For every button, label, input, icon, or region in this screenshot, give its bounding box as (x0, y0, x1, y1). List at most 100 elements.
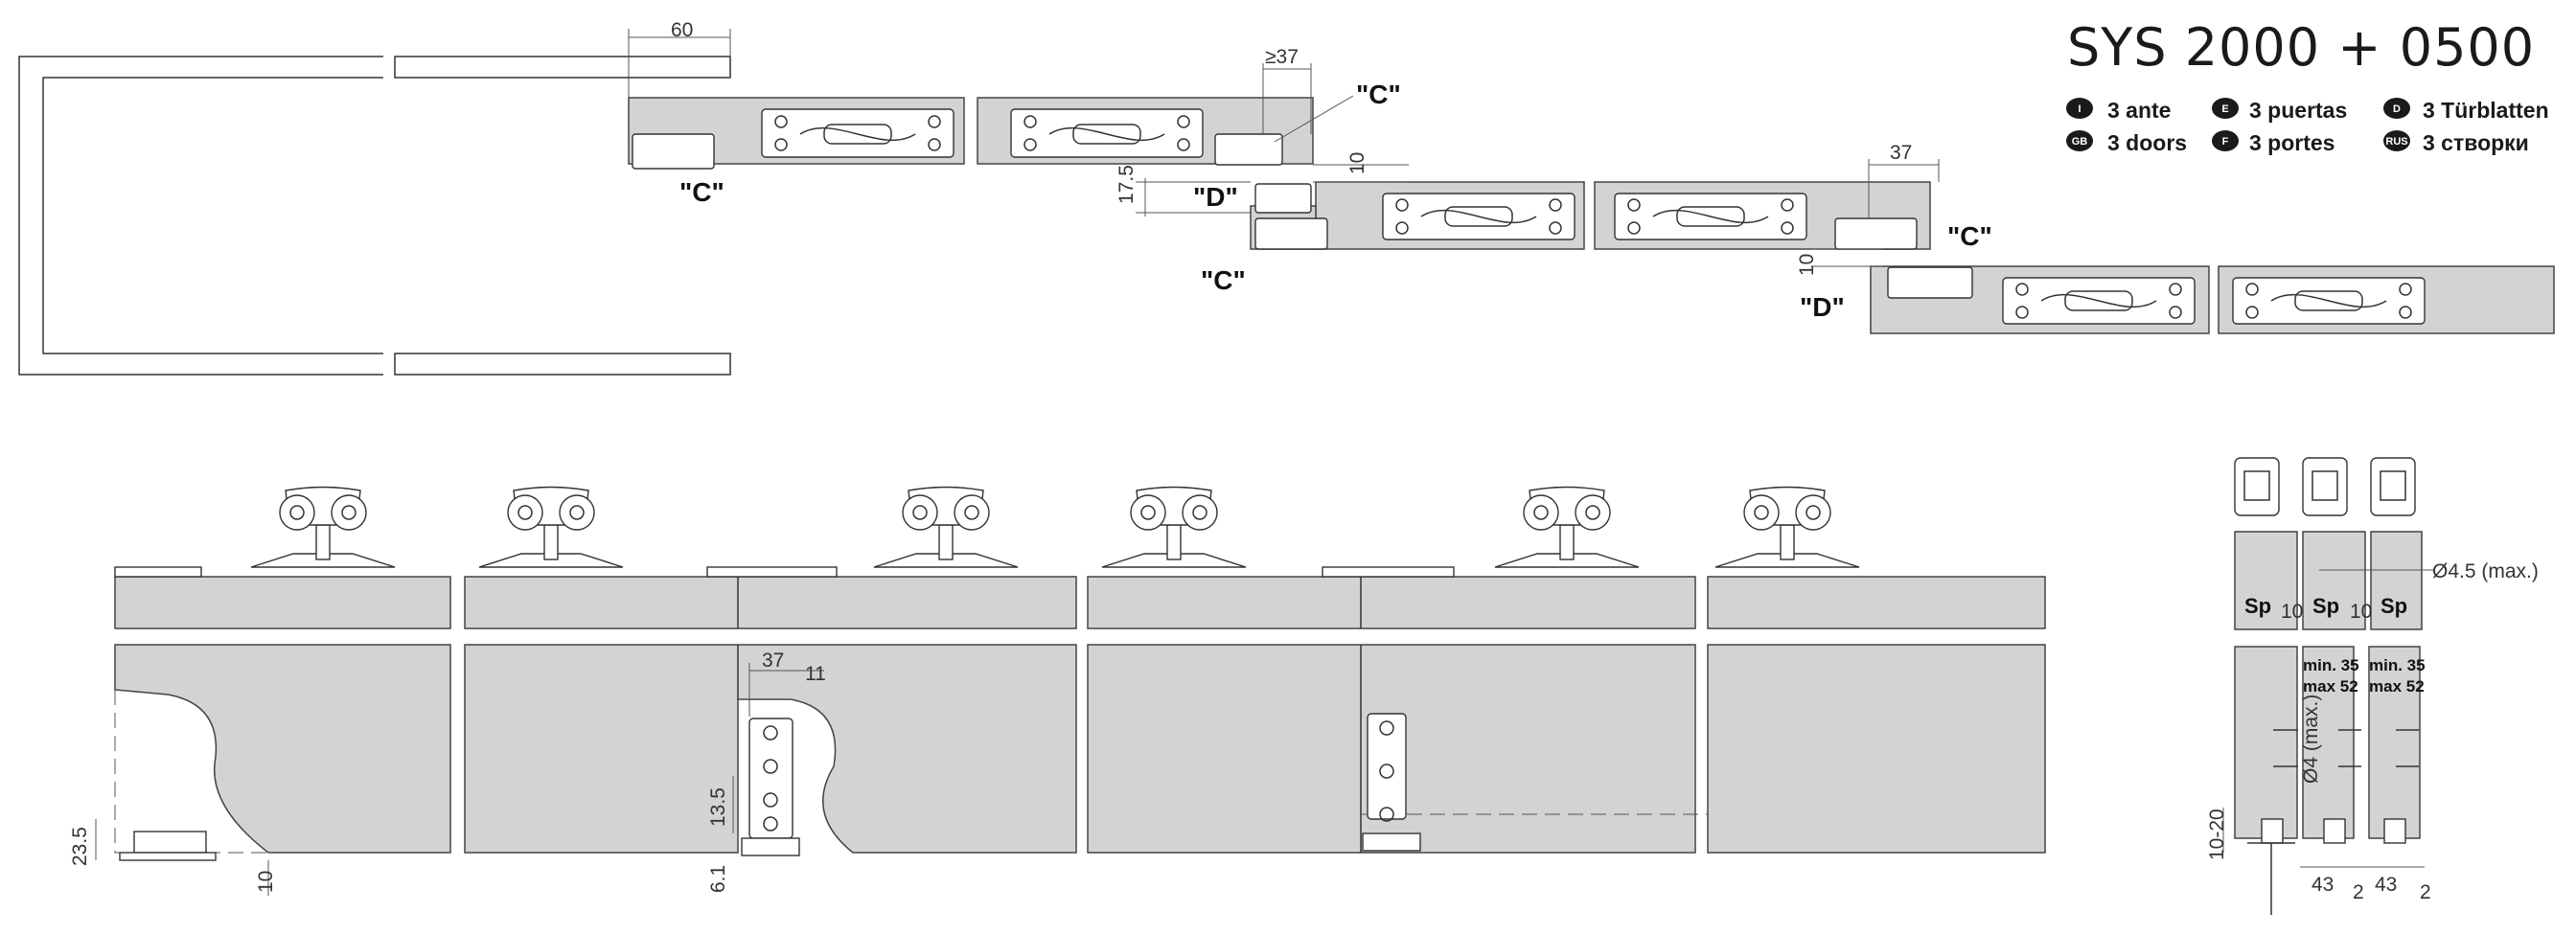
top-strip-3 (1087, 576, 1696, 629)
label-d-1: "D" (1193, 182, 1238, 212)
roller-3 (706, 486, 1019, 578)
roller-plan-6 (2232, 277, 2426, 325)
stop-d-2 (1887, 266, 1973, 299)
badge-gb-label: GB (2072, 136, 2088, 148)
section-bottom-3 (2368, 646, 2421, 839)
dim-10-lower: 10 (1796, 254, 1818, 276)
dim-60: 60 (671, 19, 693, 41)
section-roller-3 (2370, 457, 2416, 516)
badge-d-label: D (2393, 103, 2401, 115)
stop-d-1 (1254, 183, 1312, 214)
elevation-top (114, 486, 2046, 629)
min35-label-2: min. 35 (2369, 656, 2426, 674)
dim-43-b: 43 (2375, 874, 2397, 896)
label-d-2: "D" (1800, 292, 1845, 322)
roller-5 (1322, 486, 1640, 578)
stop-c-1 (632, 133, 715, 170)
legend-fr: 3 portes (2249, 130, 2334, 155)
section-guide-1 (2261, 818, 2284, 844)
sp-label-1: Sp (2244, 594, 2271, 618)
badge-rus-label: RUS (2385, 136, 2407, 148)
dim-10-sp-2: 10 (2350, 601, 2372, 623)
sp-label-2: Sp (2312, 594, 2339, 618)
elevation-bottom: 37 11 13.5 6.1 23.5 10 (69, 644, 2046, 896)
dim-10-sp-1: 10 (2281, 601, 2303, 623)
bottom-door-1 (114, 644, 451, 854)
dim-37-plan: 37 (1890, 142, 1912, 164)
sp-label-3: Sp (2380, 594, 2407, 618)
roller-plan-2 (1010, 108, 1204, 158)
badge-i-icon (2066, 98, 2093, 119)
dim-10-20: 10-20 (2206, 809, 2228, 860)
roller-2 (478, 486, 624, 568)
legend: I 3 ante E 3 puertas D 3 Türblatten GB 3… (2066, 98, 2549, 155)
label-c-2: "C" (1356, 80, 1401, 109)
label-c-3: "C" (1201, 265, 1246, 295)
section-roller-1 (2234, 457, 2280, 516)
top-strip-2 (464, 576, 1077, 629)
top-strip-4 (1707, 576, 2046, 629)
dim-11: 11 (805, 663, 826, 685)
legend-it: 3 ante (2107, 98, 2171, 123)
badge-e-label: E (2221, 103, 2228, 115)
badge-rus-icon (2383, 130, 2410, 151)
roller-plan-3 (1382, 193, 1576, 240)
badge-d-icon (2383, 98, 2410, 119)
badge-f-icon (2212, 130, 2239, 151)
badge-e-icon (2212, 98, 2239, 119)
bottom-door-4 (1707, 644, 2046, 854)
legend-ru: 3 створки (2423, 130, 2529, 155)
section-view: Sp Sp Sp 10 10 Ø4.5 (max.) min. 35 max 5… (2206, 457, 2539, 915)
label-c-1: "C" (679, 177, 724, 207)
section-guide-2 (2323, 818, 2346, 844)
section-top-2 (2302, 531, 2366, 630)
dim-dia-4-5: Ø4.5 (max.) (2432, 560, 2539, 582)
badge-i-label: I (2078, 103, 2081, 115)
label-c-4: "C" (1947, 221, 1992, 251)
bottom-rail-segment (394, 353, 731, 376)
stop-c-3 (1254, 217, 1328, 250)
section-roller-2 (2302, 457, 2348, 516)
roller-plan-1 (761, 108, 954, 158)
badge-gb-icon (2066, 130, 2093, 151)
section-bottom-2 (2302, 646, 2355, 839)
dim-6-1: 6.1 (707, 865, 729, 893)
dim-10-elev: 10 (255, 871, 277, 893)
bracket-c-1 (1367, 713, 1407, 820)
dim-2-a: 2 (2353, 881, 2364, 903)
section-guide-3 (2383, 818, 2406, 844)
roller-6 (1714, 486, 1860, 568)
section-top-3 (2370, 531, 2423, 630)
dim-min-37: ≥37 (1265, 46, 1299, 68)
stop-c-2 (1214, 133, 1283, 166)
min35-label-1: min. 35 (2303, 656, 2359, 674)
guide-1 (133, 831, 207, 854)
roller-plan-4 (1614, 193, 1807, 240)
legend-en: 3 doors (2107, 130, 2187, 155)
max52-label-1: max 52 (2303, 677, 2358, 696)
roller-1 (114, 486, 396, 578)
dim-dia-4: Ø4 (max.) (2300, 695, 2322, 784)
bottom-door-2 (464, 644, 1077, 854)
legend-es: 3 puertas (2249, 98, 2347, 123)
carcass-outline (18, 56, 383, 376)
dim-23-5: 23.5 (69, 827, 91, 866)
dim-37-elev: 37 (762, 650, 784, 672)
dim-13-5: 13.5 (707, 787, 729, 827)
badge-f-label: F (2222, 136, 2229, 148)
stop-c-4 (1834, 217, 1918, 250)
plan-view: 60 (18, 19, 2555, 376)
roller-plan-5 (2002, 277, 2196, 325)
page-title: SYS 2000 + 0500 (2067, 17, 2535, 78)
section-top-1 (2234, 531, 2298, 630)
legend-de: 3 Türblatten (2423, 98, 2549, 123)
top-rail-segment (394, 56, 731, 79)
roller-4 (1101, 486, 1247, 568)
dim-10-upper: 10 (1346, 152, 1368, 174)
dim-17-5: 17.5 (1116, 165, 1138, 204)
dim-43-a: 43 (2312, 874, 2334, 896)
top-strip-1 (114, 576, 451, 629)
bracket-d-1 (748, 718, 794, 839)
max52-label-2: max 52 (2369, 677, 2425, 696)
